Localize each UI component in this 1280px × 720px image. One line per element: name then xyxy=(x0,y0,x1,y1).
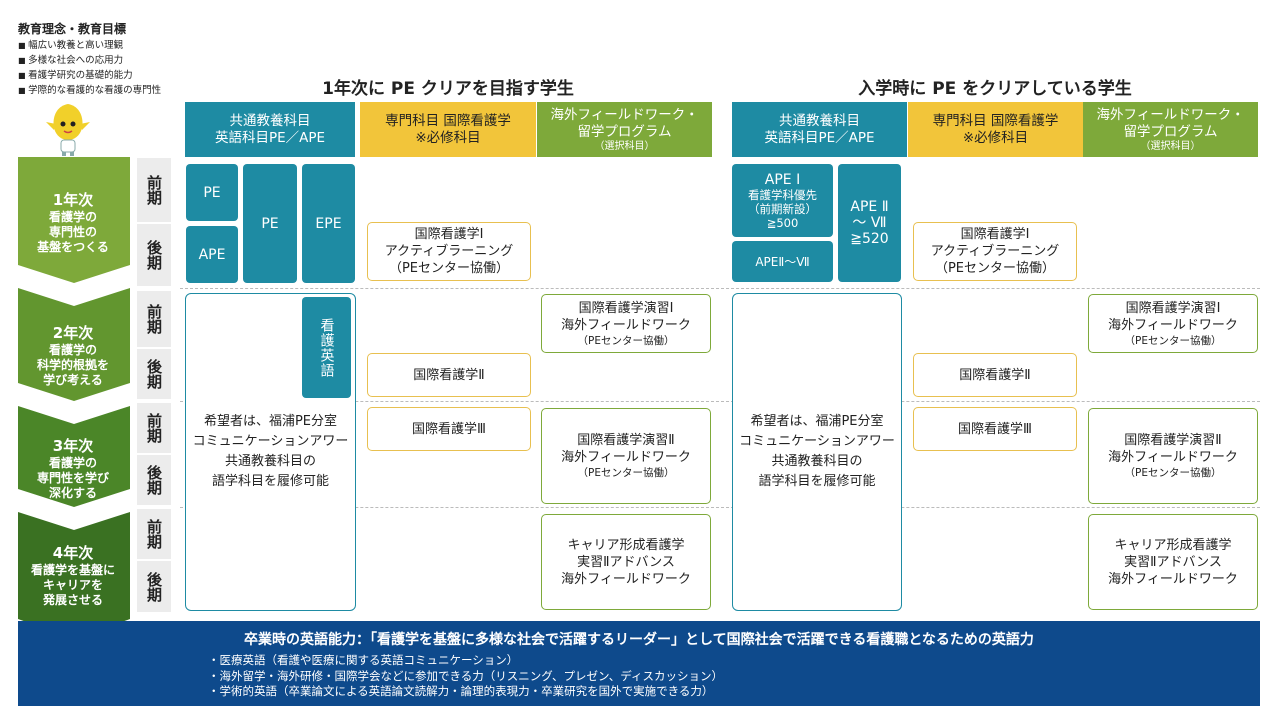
banner-item: 海外留学・海外研修・国際学会などに参加できる力（リスニング、プレゼン、ディスカッ… xyxy=(208,669,723,685)
right-career: キャリア形成看護学 実習Ⅱアドバンス 海外フィールドワーク xyxy=(1088,514,1258,610)
right-ape1-note: 看護学科優先 （前期新設） ≧500 xyxy=(748,187,817,230)
right-header-common: 共通教養科目 英語科目PE／APE xyxy=(732,102,907,157)
right-ape2-7-box: APEⅡ～Ⅶ xyxy=(732,241,833,282)
goals-list: 幅広い教養と高い理観 多様な社会への応用力 看護学研究の基礎的能力 学際的な看護… xyxy=(18,38,161,98)
goal-item: 幅広い教養と高い理観 xyxy=(18,38,161,53)
year-3: 3年次 看護学の 専門性を学び 深化する xyxy=(18,428,128,508)
left-enshu-2-note: （PEセンター協働） xyxy=(577,467,675,479)
year-2-label: 2年次 xyxy=(52,323,94,342)
right-header-overseas-label: 海外フィールドワーク・ 留学プログラム xyxy=(1096,106,1245,140)
banner-item: 学術的英語（卒業論文による英語論文読解力・論理的表現力・卒業研究を国外で実施でき… xyxy=(208,684,723,700)
right-ape-side-box: APE Ⅱ ～ Ⅶ ≧520 xyxy=(838,164,901,282)
right-ape1-title: APE Ⅰ xyxy=(764,171,801,188)
year-chevrons xyxy=(18,157,130,639)
banner-list: 医療英語（看護や医療に関する英語コミュニケーション） 海外留学・海外研修・国際学… xyxy=(208,653,723,700)
year-4-chevron xyxy=(18,512,130,639)
right-kokusai-1: 国際看護学Ⅰ アクティブラーニング （PEセンター協働） xyxy=(913,222,1077,281)
left-kango-eigo-text: 看護英語 xyxy=(318,317,335,378)
right-section-title: 入学時に PE をクリアしている学生 xyxy=(858,78,1132,99)
left-ape-box: APE xyxy=(186,226,238,283)
left-enshu-1-text: 国際看護学演習Ⅰ 海外フィールドワーク xyxy=(561,300,691,333)
left-header-overseas-note: （選択科目） xyxy=(594,140,655,152)
left-header-common-label: 共通教養科目 英語科目PE／APE xyxy=(214,112,326,146)
left-header-common: 共通教養科目 英語科目PE／APE xyxy=(185,102,355,157)
left-header-overseas-label: 海外フィールドワーク・ 留学プログラム xyxy=(550,106,699,140)
right-elective-text: 希望者は、福浦PE分室 コミュニケーションアワー 共通教養科目の 語学科目を履修… xyxy=(739,414,895,489)
right-enshu-2: 国際看護学演習Ⅱ 海外フィールドワーク （PEセンター協働） xyxy=(1088,408,1258,504)
right-header-specialized: 専門科目 国際看護学 ※必修科目 xyxy=(908,102,1083,157)
right-ape1-box: APE Ⅰ 看護学科優先 （前期新設） ≧500 xyxy=(732,164,833,237)
right-enshu-1-text: 国際看護学演習Ⅰ 海外フィールドワーク xyxy=(1108,300,1238,333)
left-kokusai-1: 国際看護学Ⅰ アクティブラーニング （PEセンター協働） xyxy=(367,222,531,281)
year-separator xyxy=(180,401,1260,402)
right-kokusai-2: 国際看護学Ⅱ xyxy=(913,353,1077,397)
year-1-desc: 看護学の 専門性の 基盤をつくる xyxy=(37,209,109,254)
right-header-overseas: 海外フィールドワーク・ 留学プログラム （選択科目） xyxy=(1083,102,1258,157)
goal-item: 看護学研究の基礎的能力 xyxy=(18,68,161,83)
term-first: 前期 xyxy=(137,403,171,453)
term-second: 後期 xyxy=(137,224,171,286)
year-2: 2年次 看護学の 科学的根拠を 学び考える xyxy=(18,315,128,395)
left-pe-box-tall: PE xyxy=(243,164,297,283)
left-elective-box: 希望者は、福浦PE分室 コミュニケーションアワー 共通教養科目の 語学科目を履修… xyxy=(185,293,356,611)
term-first: 前期 xyxy=(137,291,171,347)
goal-item: 多様な社会への応用力 xyxy=(18,53,161,68)
left-enshu-2-text: 国際看護学演習Ⅱ 海外フィールドワーク xyxy=(561,433,691,465)
right-header-specialized-label: 専門科目 国際看護学 ※必修科目 xyxy=(932,112,1059,146)
graduation-banner: 卒業時の英語能力：「看護学を基盤に多様な社会で活躍するリーダー」として国際社会で… xyxy=(18,621,1260,706)
left-kokusai-2: 国際看護学Ⅱ xyxy=(367,353,531,397)
left-kokusai-3: 国際看護学Ⅲ xyxy=(367,407,531,451)
left-enshu-2: 国際看護学演習Ⅱ 海外フィールドワーク （PEセンター協働） xyxy=(541,408,711,504)
right-header-common-label: 共通教養科目 英語科目PE／APE xyxy=(764,112,875,146)
left-header-specialized: 専門科目 国際看護学 ※必修科目 xyxy=(360,102,536,157)
right-enshu-1: 国際看護学演習Ⅰ 海外フィールドワーク （PEセンター協働） xyxy=(1088,294,1258,353)
year-2-desc: 看護学の 科学的根拠を 学び考える xyxy=(36,342,109,387)
year-separator xyxy=(180,507,1260,508)
banner-item: 医療英語（看護や医療に関する英語コミュニケーション） xyxy=(208,653,723,669)
left-career: キャリア形成看護学 実習Ⅱアドバンス 海外フィールドワーク xyxy=(541,514,711,610)
year-1-label: 1年次 xyxy=(52,190,94,209)
year-3-chevron xyxy=(18,406,130,507)
year-1: 1年次 看護学の 専門性の 基盤をつくる xyxy=(18,182,128,262)
term-first: 前期 xyxy=(137,158,171,222)
right-enshu-2-note: （PEセンター協働） xyxy=(1124,467,1222,479)
right-kokusai-3: 国際看護学Ⅲ xyxy=(913,407,1077,451)
left-header-specialized-label: 専門科目 国際看護学 ※必修科目 xyxy=(385,112,511,146)
goals-title: 教育理念・教育目標 xyxy=(18,22,127,36)
goal-item: 学際的な看護的な看護の専門性 xyxy=(18,83,161,98)
banner-title: 卒業時の英語能力：「看護学を基盤に多様な社会で活躍するリーダー」として国際社会で… xyxy=(244,632,1034,648)
right-enshu-2-text: 国際看護学演習Ⅱ 海外フィールドワーク xyxy=(1108,433,1238,465)
year-separator xyxy=(180,288,1260,289)
left-epe-box: EPE xyxy=(302,164,355,283)
left-kango-eigo-box: 看護英語 xyxy=(302,297,351,398)
right-elective-box: 希望者は、福浦PE分室 コミュニケーションアワー 共通教養科目の 語学科目を履修… xyxy=(732,293,902,611)
left-elective-text: 希望者は、福浦PE分室 コミュニケーションアワー 共通教養科目の 語学科目を履修… xyxy=(192,414,349,489)
year-4-label: 4年次 xyxy=(52,543,94,562)
left-section-title: 1年次に PE クリアを目指す学生 xyxy=(322,78,574,99)
year-2-chevron xyxy=(18,288,130,401)
year-4: 4年次 看護学を基盤に キャリアを 発展させる xyxy=(18,535,128,615)
year-3-desc: 看護学の 専門性を学び 深化する xyxy=(36,455,109,500)
term-second: 後期 xyxy=(137,349,171,399)
year-1-chevron xyxy=(18,157,130,283)
left-header-overseas: 海外フィールドワーク・ 留学プログラム （選択科目） xyxy=(537,102,712,157)
left-pe-box: PE xyxy=(186,164,238,221)
right-enshu-1-note: （PEセンター協働） xyxy=(1124,334,1222,347)
term-second: 後期 xyxy=(137,561,171,612)
right-header-overseas-note: （選択科目） xyxy=(1140,140,1201,152)
mascot-icon xyxy=(46,104,90,156)
left-enshu-1: 国際看護学演習Ⅰ 海外フィールドワーク （PEセンター協働） xyxy=(541,294,711,353)
year-4-desc: 看護学を基盤に キャリアを 発展させる xyxy=(30,562,115,607)
term-second: 後期 xyxy=(137,455,171,505)
term-first: 前期 xyxy=(137,509,171,559)
left-enshu-1-note: （PEセンター協働） xyxy=(577,334,675,347)
year-3-label: 3年次 xyxy=(52,436,94,455)
